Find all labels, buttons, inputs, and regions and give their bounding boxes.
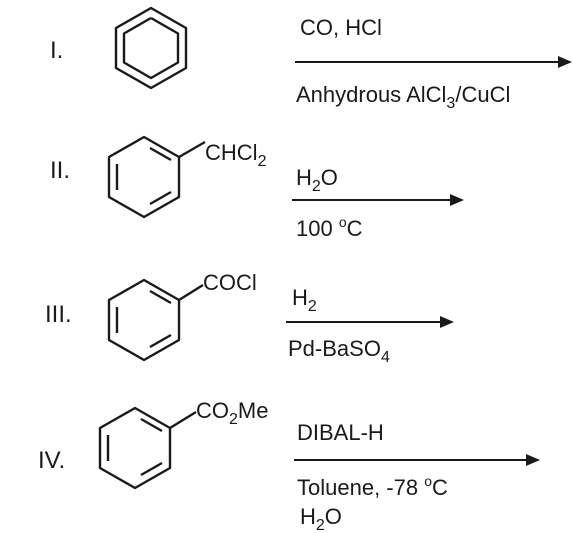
conditions-below: Toluene, -78 oC (297, 473, 448, 500)
benzene-ring (107, 278, 181, 362)
substituent-group: CO2Me (196, 398, 268, 428)
reagent-above: DIBAL-H (297, 420, 384, 445)
conditions-below: Anhydrous AlCl3/CuCl (296, 82, 510, 112)
conditions-below: 100 oC (296, 214, 363, 241)
arrow-head (440, 316, 454, 328)
reaction-3: III. COCl H2 Pd-BaSO4 (45, 270, 454, 366)
reaction-2: II. CHCl2 H2O 100 oC (50, 135, 464, 241)
reaction-1: I. CO, HCl Anhydrous AlCl3/CuCl (50, 6, 572, 112)
reaction-label: III. (45, 301, 72, 328)
benzene-ring (98, 406, 172, 490)
arrow-head (450, 194, 464, 206)
substituent-group: COCl (203, 270, 257, 295)
reagent-above: CO, HCl (300, 15, 382, 40)
arrow-head (558, 56, 572, 68)
substituent-group: CHCl2 (205, 140, 267, 170)
conditions-below: Pd-BaSO4 (288, 336, 390, 366)
substituent-bond (178, 283, 204, 302)
benzene-ring (107, 135, 181, 219)
reaction-label: I. (50, 37, 63, 64)
conditions-below-2: H2O (300, 504, 342, 533)
reagent-above: H2 (292, 285, 317, 315)
reaction-4: IV. CO2Me DIBAL-H Toluene, -78 oC H2O (38, 398, 540, 533)
substituent-bond (178, 140, 206, 159)
substituent-bond (169, 410, 197, 430)
reagent-above: H2O (296, 165, 338, 195)
benzene-ring (114, 6, 188, 90)
arrow-head (526, 454, 540, 466)
reaction-label: IV. (38, 447, 65, 474)
reaction-label: II. (50, 157, 70, 184)
